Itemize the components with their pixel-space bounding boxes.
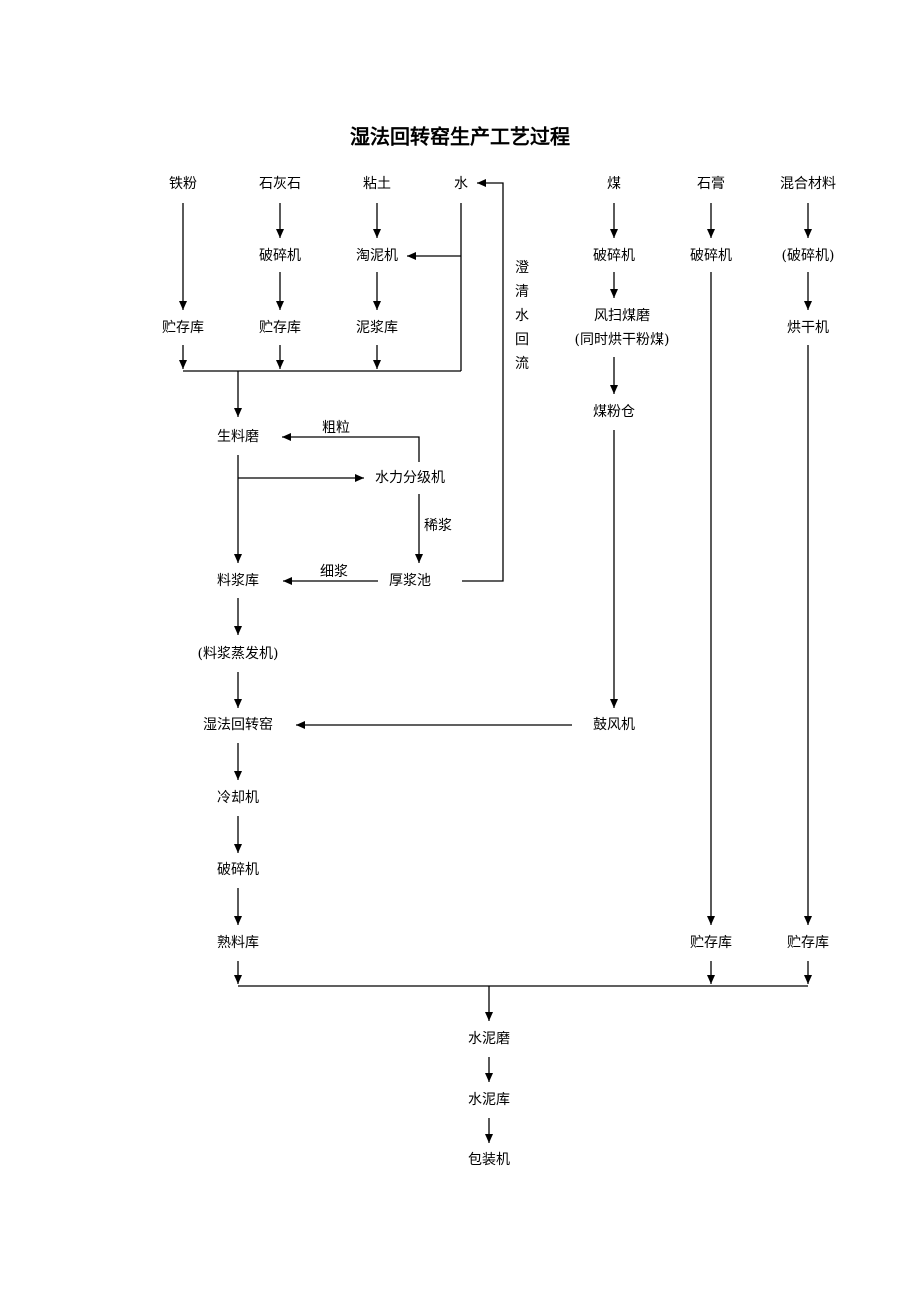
node-wet-rotary-kiln: 湿法回转窑 bbox=[203, 717, 273, 733]
node-thick-slurry-pool: 厚浆池 bbox=[389, 573, 431, 589]
recycle-line bbox=[462, 179, 504, 582]
node-packing-machine: 包装机 bbox=[468, 1152, 510, 1168]
node-blower: 鼓风机 bbox=[593, 717, 635, 733]
node-gypsum: 石膏 bbox=[697, 176, 725, 192]
node-raw-mill: 生料磨 bbox=[217, 429, 259, 445]
node-coal-crusher: 破碎机 bbox=[593, 248, 635, 264]
node-slurry-tank: 料浆库 bbox=[217, 573, 259, 589]
node-storage-limestone: 贮存库 bbox=[259, 320, 301, 336]
coarse-return-line bbox=[282, 433, 420, 462]
node-cement-silo: 水泥库 bbox=[468, 1092, 510, 1108]
node-gypsum-crusher: 破碎机 bbox=[690, 248, 732, 264]
node-air-swept-mill: 风扫煤磨 bbox=[594, 308, 650, 324]
edge-label-fine-slurry: 细浆 bbox=[320, 564, 348, 580]
node-coal: 煤 bbox=[607, 176, 621, 192]
edge-label-clarified-water-return: 澄清水回流 bbox=[515, 260, 529, 372]
node-dryer: 烘干机 bbox=[787, 320, 829, 336]
node-clay: 粘土 bbox=[363, 176, 391, 192]
diagram-title: 湿法回转窑生产工艺过程 bbox=[350, 124, 570, 149]
node-hydro-classifier: 水力分级机 bbox=[375, 470, 445, 486]
node-mixed-material: 混合材料 bbox=[780, 176, 836, 192]
node-air-swept-mill-note: (同时烘干粉煤) bbox=[574, 332, 670, 348]
node-clinker-storage: 熟料库 bbox=[217, 935, 259, 951]
node-iron-powder: 铁粉 bbox=[169, 176, 197, 192]
edge-label-thin-slurry: 稀浆 bbox=[424, 518, 452, 534]
node-water: 水 bbox=[454, 176, 468, 192]
node-storage-mixed: 贮存库 bbox=[787, 935, 829, 951]
node-clay-washer: 淘泥机 bbox=[356, 248, 398, 264]
node-storage-gypsum: 贮存库 bbox=[690, 935, 732, 951]
edge-label-coarse: 粗粒 bbox=[322, 420, 350, 436]
node-clay-slurry-tank: 泥浆库 bbox=[356, 320, 398, 336]
node-cement-mill: 水泥磨 bbox=[468, 1031, 510, 1047]
node-storage-iron: 贮存库 bbox=[162, 320, 204, 336]
node-clinker-crusher: 破碎机 bbox=[217, 862, 259, 878]
node-mixed-crusher: (破碎机) bbox=[781, 248, 835, 264]
node-limestone: 石灰石 bbox=[259, 176, 301, 192]
node-coal-powder-bin: 煤粉仓 bbox=[593, 404, 635, 420]
node-crusher: 破碎机 bbox=[259, 248, 301, 264]
node-cooler: 冷却机 bbox=[217, 790, 259, 806]
node-slurry-evaporator: (料浆蒸发机) bbox=[197, 646, 279, 662]
